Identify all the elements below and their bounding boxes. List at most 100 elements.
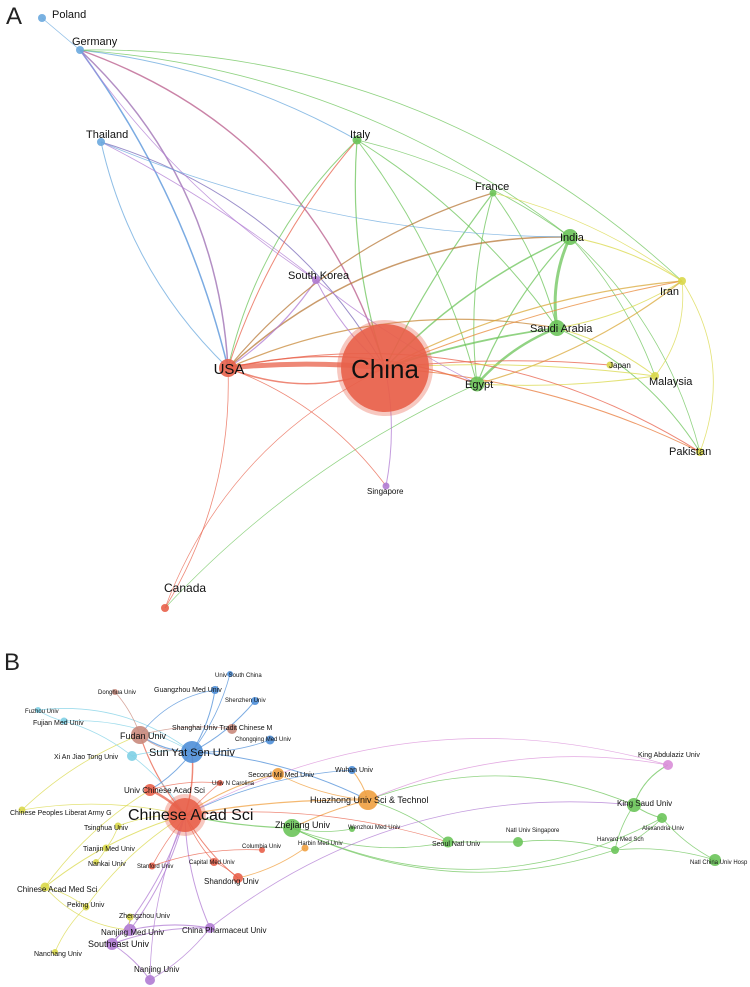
node-columbia-label: Columbia Univ (242, 844, 281, 850)
node-zju-label: Zhejiang Univ (275, 820, 331, 830)
edge-nus-harvard (517, 839, 616, 851)
node-cmu-label: Capital Med Univ (189, 860, 235, 866)
edge-india-iran (569, 236, 683, 282)
edge-harvard-alex (614, 817, 663, 851)
node-tjmu-circle (102, 844, 110, 852)
node-snu: Seoul Natl Univ (432, 836, 481, 848)
node-egypt-label: Egypt (465, 379, 493, 391)
panel-b-nodes: Chinese Acad Sci Univ Chinese Acad Sci Sun… (10, 671, 748, 985)
node-hust-label: Huazhong Univ Sci & Technol (310, 795, 428, 805)
node-india: India (560, 229, 585, 245)
node-harvard-label: Harvard Med Sch (597, 837, 644, 843)
edge-cas-snu (184, 811, 449, 843)
node-sysu-label: Sun Yat Sen Univ (149, 747, 235, 759)
edge-italy-india (356, 139, 571, 238)
node-fuzhou-circle (35, 707, 41, 713)
panel-b-letter: B (4, 649, 20, 676)
node-ucas: Univ Chinese Acad Sci (124, 784, 205, 796)
node-smmu-label: Second Mil Med Univ (248, 772, 315, 779)
node-ncmu-circle (709, 854, 721, 866)
node-cqmu-circle (265, 735, 275, 745)
node-germany: Germany (72, 36, 118, 54)
edge-seu-nju (111, 943, 151, 981)
node-italy: Italy (350, 129, 371, 145)
node-fjmu-label: Fujian Med Univ (33, 720, 84, 727)
node-szu: Shenzhen Univ (225, 697, 266, 705)
node-malaysia-circle (651, 372, 659, 380)
node-egypt: Egypt (465, 376, 493, 392)
node-gzmu-label: Guangzhou Med Univ (154, 687, 222, 694)
node-saudi: Saudi Arabia (530, 320, 593, 336)
node-poland: Poland (38, 9, 86, 22)
node-nankai-label: Nankai Univ (88, 861, 126, 868)
node-ncmu-label: Natl China Univ Hosp (690, 860, 748, 866)
edge-india-usa (227, 236, 571, 369)
node-zju: Zhejiang Univ (275, 819, 331, 837)
node-egypt-circle (469, 376, 485, 392)
node-nanchang-circle (52, 949, 58, 955)
node-nankai-circle (93, 859, 99, 865)
node-donghua-label: Donghua Univ (98, 690, 136, 696)
edge-cpu-seu (111, 927, 211, 945)
node-usc-circle (227, 671, 233, 677)
node-cas-label: Chinese Acad Sci (128, 807, 253, 824)
edge-italy-saudi (356, 139, 558, 329)
edge-cas-seu (111, 814, 186, 945)
node-iran: Iran (660, 277, 686, 298)
edge-pakistan-usa (227, 353, 701, 453)
node-stanford-circle (148, 862, 156, 870)
node-unc-circle (217, 780, 223, 786)
node-usc-label: Univ South China (215, 673, 262, 679)
node-usa-circle (219, 359, 237, 377)
node-njmu: Nanjing Med Univ (101, 924, 164, 937)
node-cpu: China Pharmaceut Univ (182, 923, 266, 935)
node-ncmu: Natl China Univ Hosp (690, 854, 748, 866)
node-harvard: Harvard Med Sch (597, 837, 644, 854)
node-singapore: Singapore (367, 482, 404, 496)
node-poland-label: Poland (52, 9, 86, 21)
node-japan: Japan (606, 361, 631, 370)
node-cpu-label: China Pharmaceut Univ (182, 926, 266, 935)
node-nus: Natl Univ Singapore (506, 828, 560, 847)
edge-xjtu-fjmu (63, 720, 133, 757)
node-cmu: Capital Med Univ (189, 858, 235, 866)
node-unc: Univ N Carolina (212, 780, 255, 787)
edge-pku-nanchang (54, 906, 87, 953)
node-hust-circle (358, 790, 378, 810)
node-fudan: Fudan Univ (120, 726, 167, 744)
edge-canada-usa (164, 367, 229, 609)
edge-harvard-ncmu (614, 848, 716, 861)
edge-zju-snu (291, 827, 449, 849)
node-donghua-circle (112, 689, 118, 695)
node-nanchang: Nanchang Univ (34, 949, 82, 958)
node-nanchang-label: Nanchang Univ (34, 951, 82, 958)
node-iran-circle (678, 277, 686, 285)
node-ucas-label: Univ Chinese Acad Sci (124, 786, 205, 795)
node-cpu-circle (205, 923, 215, 933)
node-njmu-circle (124, 924, 136, 936)
node-fjmu: Fujian Med Univ (33, 717, 84, 727)
node-columbia: Columbia Univ (242, 844, 281, 853)
node-nju: Nanjing Univ (134, 965, 179, 985)
node-smmu: Second Mil Med Univ (248, 768, 315, 780)
node-india-circle (562, 229, 578, 245)
edge-zju-alex (291, 817, 663, 870)
node-tsinghua-circle (114, 822, 122, 830)
node-stanford: Stanford Univ (137, 862, 173, 870)
node-seu: Southeast Univ (88, 938, 150, 950)
node-cas-circle (168, 798, 202, 832)
edge-cas-whu (184, 769, 353, 816)
node-pku: Peking Univ (67, 902, 105, 911)
node-fuzhou: Fuzhou Univ (25, 707, 59, 715)
node-cas: Chinese Acad Sci (128, 794, 253, 836)
node-tjmu: Tianjin Med Univ (83, 844, 135, 853)
node-fjmu-circle (60, 717, 68, 725)
edge-hust-kau (367, 756, 669, 801)
node-japan-circle (606, 361, 614, 369)
edge-thailand-usa (100, 141, 229, 369)
node-ucas-circle (144, 784, 156, 796)
node-shandong: Shandong Univ (204, 873, 259, 886)
node-saudi-circle (549, 320, 565, 336)
node-wzmu-circle (349, 826, 355, 832)
